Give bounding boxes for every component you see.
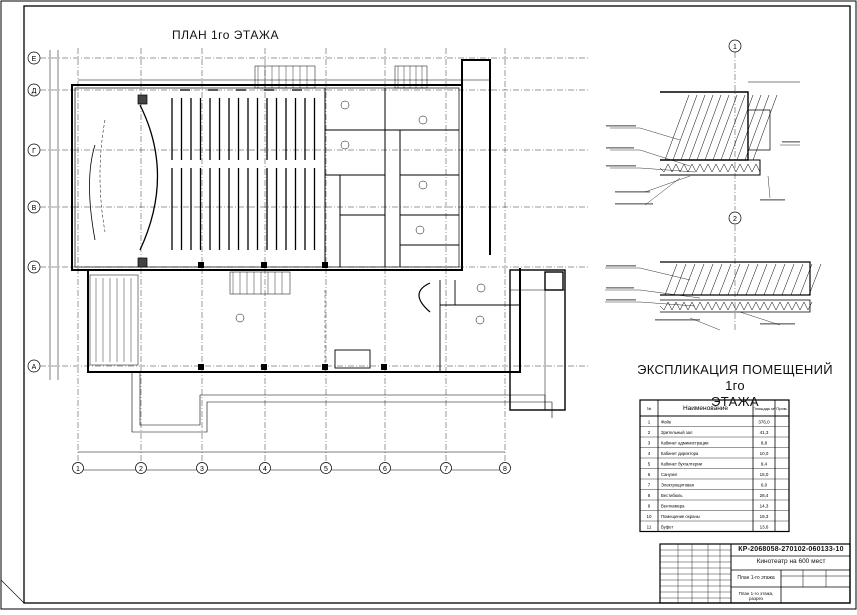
table-cell: 9,4 — [761, 462, 768, 467]
detail-marker-label: 2 — [733, 216, 737, 223]
table-cell: 3 — [648, 441, 651, 446]
table-cell: 4 — [648, 451, 651, 456]
detail-marker-label: 1 — [733, 44, 737, 51]
service-rooms — [324, 88, 459, 267]
table-cell: 10,0 — [760, 451, 769, 456]
table-header: № — [647, 406, 651, 411]
detail-notes — [606, 125, 800, 325]
table-cell: Кабинет директора — [661, 451, 699, 456]
grid-row-bubble: Е — [27, 51, 41, 65]
grid-row-label: Б — [32, 265, 37, 272]
table-cell: 13,6 — [760, 525, 769, 530]
table-cell: 14,3 — [760, 504, 769, 509]
table-cell: Электрощитовая — [661, 483, 694, 488]
grid-row-bubble: В — [27, 200, 41, 214]
table-header: Прим. — [776, 406, 787, 411]
grid-row-label: А — [32, 364, 37, 371]
grid-col-bubble: 3 — [196, 462, 208, 474]
stamp-sheet-subtitle: План 1-го этажа, разрез — [738, 591, 774, 601]
grid-row-bubble: Б — [27, 260, 41, 274]
drawing-frame — [23, 5, 851, 604]
grid-col-label: 5 — [324, 466, 328, 473]
grid-col-bubble: 4 — [259, 462, 271, 474]
table-cell: Вестибюль — [661, 493, 683, 498]
floor-plan — [40, 48, 590, 471]
table-cell: Венткамера — [661, 504, 685, 509]
dimension-lines — [49, 50, 566, 471]
table-cell: Кабинет бухгалтерии — [661, 462, 703, 467]
table-cell: 41,3 — [760, 430, 769, 435]
grid-col-bubble: 6 — [379, 462, 391, 474]
detail-markers: 12 — [728, 39, 742, 225]
table-cell: 376,0 — [758, 420, 770, 425]
grid-col-bubble: 1 — [72, 462, 84, 474]
table-cell: 6,0 — [761, 483, 768, 488]
grid-col-label: 8 — [503, 466, 507, 473]
table-cell: Зрительный зал — [661, 430, 693, 435]
table-cell: 7 — [648, 483, 651, 488]
table-cell: 8,8 — [761, 441, 768, 446]
table-cell: 11 — [647, 525, 652, 530]
grid-col-label: 4 — [263, 466, 267, 473]
grid-col-bubble: 5 — [320, 462, 332, 474]
grid-col-bubble: 7 — [440, 462, 452, 474]
stamp-project-name: Кинотеатр на 600 мест — [756, 558, 826, 565]
grid-col-bubble: 8 — [499, 462, 511, 474]
explication-title: ЭКСПЛИКАЦИЯ ПОМЕЩЕНИЙ 1го ЭТАЖА — [630, 362, 840, 410]
table-cell: Буфет — [661, 525, 673, 530]
table-cell: 19,3 — [760, 514, 769, 519]
entrance-steps — [131, 372, 553, 433]
exterior-walls — [71, 59, 521, 373]
detail-marker-circle — [728, 39, 742, 53]
grid-row-markers: Е Д Г В Б А — [27, 51, 41, 373]
grid-col-bubble: 2 — [135, 462, 147, 474]
explication-title-line1: ЭКСПЛИКАЦИЯ ПОМЕЩЕНИЙ 1го — [637, 362, 833, 393]
table-cell: 8 — [648, 493, 651, 498]
detail-marker-circle — [728, 211, 742, 225]
table-cell: Фойе — [661, 420, 672, 425]
table-header: Наименование — [683, 405, 728, 412]
grid-col-label: 1 — [76, 466, 80, 473]
explication-title-line2: ЭТАЖА — [711, 394, 759, 409]
grid-row-bubble: Д — [27, 83, 41, 97]
table-cell: 6 — [648, 472, 651, 477]
plan-title: ПЛАН 1го ЭТАЖА — [172, 28, 279, 42]
table-cell: 28,4 — [760, 493, 769, 498]
table-cell: 1 — [648, 420, 651, 425]
grid-col-label: 7 — [444, 466, 448, 473]
grid-col-markers: 1 2 3 4 5 6 7 8 — [72, 462, 511, 474]
table-cell: 10 — [646, 514, 652, 519]
table-cell: 9 — [648, 504, 651, 509]
table-cell: Помещение охраны — [661, 514, 700, 519]
foyer — [324, 280, 520, 372]
grid-row-label: В — [32, 205, 37, 212]
auditorium-seat-rows — [171, 89, 316, 250]
title-block — [659, 543, 851, 604]
grid-row-label: Г — [32, 148, 36, 155]
grid-row-bubble: А — [27, 359, 41, 373]
table-cell: Санузел — [661, 472, 678, 477]
table-header: Площадь м² — [753, 406, 776, 411]
table-cell: 15,0 — [760, 472, 769, 477]
grid-col-label: 2 — [139, 466, 143, 473]
grid-row-label: Е — [32, 56, 37, 63]
stairs — [89, 65, 428, 366]
table-cell: 2 — [648, 430, 651, 435]
table-cell: Кабинет администрации — [661, 441, 709, 446]
grid-row-label: Д — [32, 88, 37, 95]
detail-sections — [605, 52, 822, 331]
stamp-sheet-name: План 1-го этажа — [737, 575, 775, 581]
grid-row-bubble: Г — [27, 143, 41, 157]
table-cell: 5 — [648, 462, 651, 467]
grid-col-label: 3 — [200, 466, 204, 473]
grid-col-label: 6 — [383, 466, 387, 473]
stamp-code: КР-2068058-270102-060133-10 — [738, 546, 844, 553]
